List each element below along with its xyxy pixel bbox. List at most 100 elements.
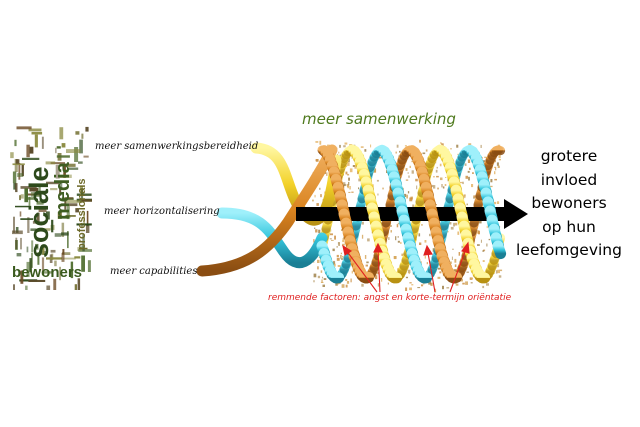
- speckle-dot: [339, 154, 342, 156]
- wordcloud-filler-mark: [67, 167, 79, 170]
- wordcloud-filler-mark: [20, 186, 37, 189]
- wordcloud-filler-mark: [13, 182, 16, 190]
- speckle-dot: [439, 163, 442, 167]
- speckle-dot: [377, 193, 379, 196]
- speckle-dot: [450, 261, 452, 264]
- speckle-dot: [437, 276, 441, 279]
- speckle-dot: [326, 172, 328, 176]
- speckle-dot: [351, 270, 353, 274]
- speckle-dot: [442, 285, 444, 290]
- speckle-dot: [478, 220, 482, 224]
- speckle-dot: [490, 185, 493, 188]
- speckle-dot: [453, 222, 455, 227]
- speckle-dot: [351, 191, 354, 193]
- wordcloud-filler-mark: [21, 165, 24, 177]
- speckle-dot: [336, 257, 340, 261]
- wordcloud-filler-mark: [78, 249, 92, 252]
- speckle-dot: [436, 166, 438, 169]
- speckle-dot: [429, 233, 431, 237]
- wordcloud-filler-mark: [28, 128, 42, 132]
- speckle-dot: [488, 238, 491, 241]
- wordcloud-filler-mark: [16, 126, 32, 130]
- input-label-samenwerkingsbereidheid: meer samenwerkingsbereidheid: [95, 141, 259, 152]
- wordcloud-filler-mark: [65, 215, 76, 217]
- speckle-dot: [405, 168, 408, 171]
- speckle-dot: [496, 263, 500, 268]
- speckle-dot: [352, 165, 355, 167]
- speckle-dot: [321, 279, 323, 283]
- speckle-dot: [418, 233, 421, 237]
- speckle-dot: [370, 144, 372, 148]
- speckle-dot: [320, 194, 322, 198]
- wordcloud-filler-mark: [74, 284, 77, 290]
- speckle-dot: [348, 181, 350, 186]
- speckle-dot: [336, 254, 339, 258]
- speckle-dot: [354, 165, 357, 169]
- wordcloud-filler-mark: [86, 210, 89, 227]
- helix-front-strands: [316, 144, 507, 284]
- speckle-dot: [350, 278, 352, 283]
- speckle-dot: [341, 229, 343, 231]
- speckle-dot: [461, 245, 464, 249]
- speckle-dot: [416, 185, 418, 190]
- speckle-dot: [419, 242, 422, 245]
- speckle-dot: [465, 281, 468, 285]
- wordcloud-filler-mark: [34, 134, 38, 148]
- speckle-dot: [457, 153, 459, 155]
- speckle-dot: [473, 195, 476, 198]
- wordcloud-filler-mark: [75, 131, 80, 135]
- input-label-capabilities: meer capabilities: [110, 266, 198, 277]
- speckle-dot: [361, 283, 364, 287]
- wordcloud-filler-mark: [31, 240, 34, 253]
- wordcloud-filler-mark: [38, 228, 51, 231]
- speckle-dot: [377, 271, 380, 275]
- speckle-dot: [494, 171, 496, 175]
- speckle-dot: [482, 285, 485, 289]
- wordcloud-filler-mark: [35, 243, 39, 250]
- speckle-dot: [469, 167, 471, 170]
- speckle-dot: [323, 278, 327, 280]
- wordcloud-filler-mark: [56, 155, 70, 158]
- speckle-dot: [319, 140, 322, 145]
- wordcloud-filler-mark: [15, 227, 19, 233]
- speckle-dot: [397, 236, 399, 238]
- wordcloud-filler-mark: [76, 193, 92, 196]
- speckle-dot: [405, 287, 408, 291]
- wordcloud-filler-mark: [57, 211, 62, 219]
- speckle-dot: [430, 282, 433, 286]
- speckle-dot: [482, 260, 485, 262]
- wordcloud-filler-mark: [50, 188, 58, 191]
- wordcloud-filler-mark: [18, 163, 21, 180]
- speckle-dot: [464, 163, 467, 166]
- speckle-dot: [446, 231, 449, 233]
- speckle-dot: [494, 159, 496, 163]
- wordcloud-filler-mark: [14, 139, 17, 147]
- speckle-dot: [390, 225, 392, 227]
- speckle-dot: [344, 142, 348, 145]
- speckle-dot: [377, 283, 380, 287]
- speckle-dot: [425, 149, 428, 152]
- speckle-dot: [408, 175, 410, 178]
- speckle-dot: [466, 271, 469, 273]
- wordcloud-filler-mark: [85, 126, 89, 132]
- wordcloud-filler-mark: [65, 197, 73, 200]
- wordcloud-filler-mark: [46, 257, 63, 260]
- wordcloud-filler-mark: [79, 139, 83, 154]
- speckle-dot: [318, 229, 321, 234]
- speckle-dot: [486, 225, 488, 229]
- speckle-dot: [440, 142, 442, 144]
- wordcloud-filler-mark: [81, 199, 92, 202]
- speckle-dot: [342, 239, 344, 243]
- speckle-dot: [387, 282, 389, 285]
- wordcloud-filler-mark: [81, 133, 84, 139]
- speckle-dot: [459, 181, 463, 184]
- speckle-dot: [467, 159, 471, 163]
- speckle-dot: [364, 255, 367, 259]
- speckle-dot: [496, 162, 499, 166]
- speckle-dot: [312, 261, 315, 263]
- speckle-dot: [407, 269, 411, 274]
- outcome-line: op hun: [542, 217, 596, 236]
- speckle-dot: [395, 151, 397, 154]
- speckle-dot: [404, 145, 407, 147]
- speckle-dot: [346, 281, 350, 284]
